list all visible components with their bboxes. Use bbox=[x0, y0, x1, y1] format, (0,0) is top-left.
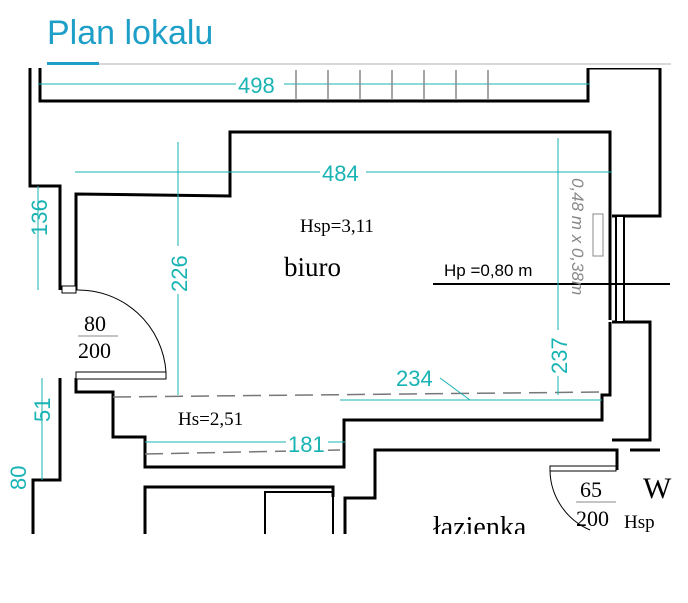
bath-door-width: 65 bbox=[580, 477, 602, 502]
office-door bbox=[75, 371, 167, 380]
window bbox=[615, 215, 625, 323]
title-divider bbox=[47, 63, 671, 65]
dim-51: 51 bbox=[30, 398, 55, 422]
radiator bbox=[592, 213, 604, 257]
bathtub bbox=[264, 491, 334, 534]
dim-237: 237 bbox=[547, 337, 572, 374]
lower-height: Hs=2,51 bbox=[178, 409, 243, 430]
bathroom-height: Hsp bbox=[624, 512, 655, 533]
dim-181: 181 bbox=[288, 432, 325, 457]
office-door-width: 80 bbox=[84, 311, 106, 336]
dim-484: 484 bbox=[322, 161, 359, 186]
bath-door bbox=[549, 465, 617, 472]
title-divider-accent bbox=[47, 62, 99, 65]
room-office: biuro bbox=[284, 252, 341, 282]
page-title: Plan lokalu bbox=[47, 14, 214, 52]
dim-234: 234 bbox=[396, 366, 433, 391]
window-size: 0,48 m x 0,38m bbox=[568, 178, 587, 295]
office-door-height: 200 bbox=[78, 338, 111, 363]
dim-226: 226 bbox=[167, 255, 192, 292]
dim-cut: 80 bbox=[6, 466, 31, 490]
bath-door-height: 200 bbox=[576, 506, 609, 531]
room-next: W bbox=[643, 472, 672, 505]
window-sill: Hp =0,80 m bbox=[444, 261, 532, 280]
office-height: Hsp=3,11 bbox=[300, 216, 374, 237]
room-bathroom: łazienka bbox=[433, 512, 527, 543]
dim-136: 136 bbox=[27, 199, 52, 236]
dim-498: 498 bbox=[238, 73, 275, 98]
